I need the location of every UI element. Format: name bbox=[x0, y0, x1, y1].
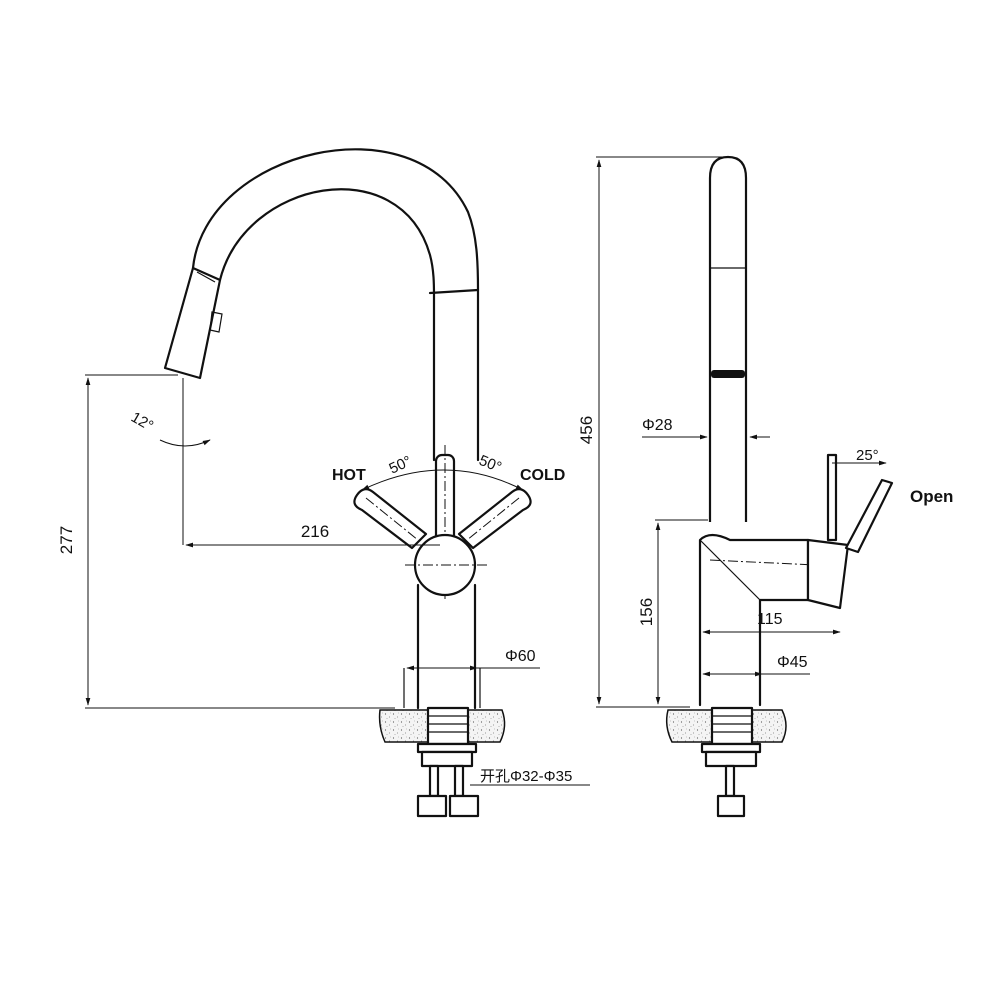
hot-label: HOT bbox=[332, 467, 366, 484]
handle-height-label: 156 bbox=[637, 598, 656, 626]
front-view: 277 216 Φ60 12° HOT COLD 50° 50° 开孔Φ32-Φ… bbox=[57, 148, 590, 818]
cold-angle-label: 50° bbox=[477, 452, 504, 476]
cold-handle bbox=[457, 488, 532, 550]
dimension-lines-side bbox=[596, 156, 841, 708]
handle-hub bbox=[405, 533, 490, 597]
hot-handle bbox=[353, 488, 428, 550]
lever-angle-label: 25° bbox=[856, 447, 879, 464]
countertop-side bbox=[665, 709, 787, 743]
total-height-label: 456 bbox=[577, 416, 596, 444]
side-view: 456 Φ28 156 115 Φ45 25° Open bbox=[577, 155, 953, 818]
mounting-hardware-side bbox=[700, 706, 762, 818]
open-label: Open bbox=[910, 487, 953, 506]
handle-depth-label: 115 bbox=[757, 611, 783, 628]
side-spout bbox=[708, 155, 748, 522]
body-column bbox=[403, 583, 481, 710]
cold-label: COLD bbox=[520, 467, 565, 484]
spray-head bbox=[163, 266, 223, 380]
body-diameter-label: Φ45 bbox=[777, 654, 808, 671]
side-lever-handle bbox=[806, 453, 894, 610]
mounting-hardware-front bbox=[416, 706, 590, 818]
countertop-front bbox=[378, 709, 506, 743]
reach-dimension-label: 216 bbox=[301, 522, 329, 541]
base-diameter-label: Φ60 bbox=[505, 648, 536, 665]
spout-diameter-label: Φ28 bbox=[642, 417, 673, 434]
hole-size-label: 开孔Φ32-Φ35 bbox=[480, 768, 572, 785]
height-dimension-label: 277 bbox=[57, 526, 76, 554]
gooseneck-spout bbox=[191, 148, 480, 462]
spray-angle-label: 12° bbox=[128, 409, 156, 435]
dimension-lines-front bbox=[85, 374, 540, 709]
